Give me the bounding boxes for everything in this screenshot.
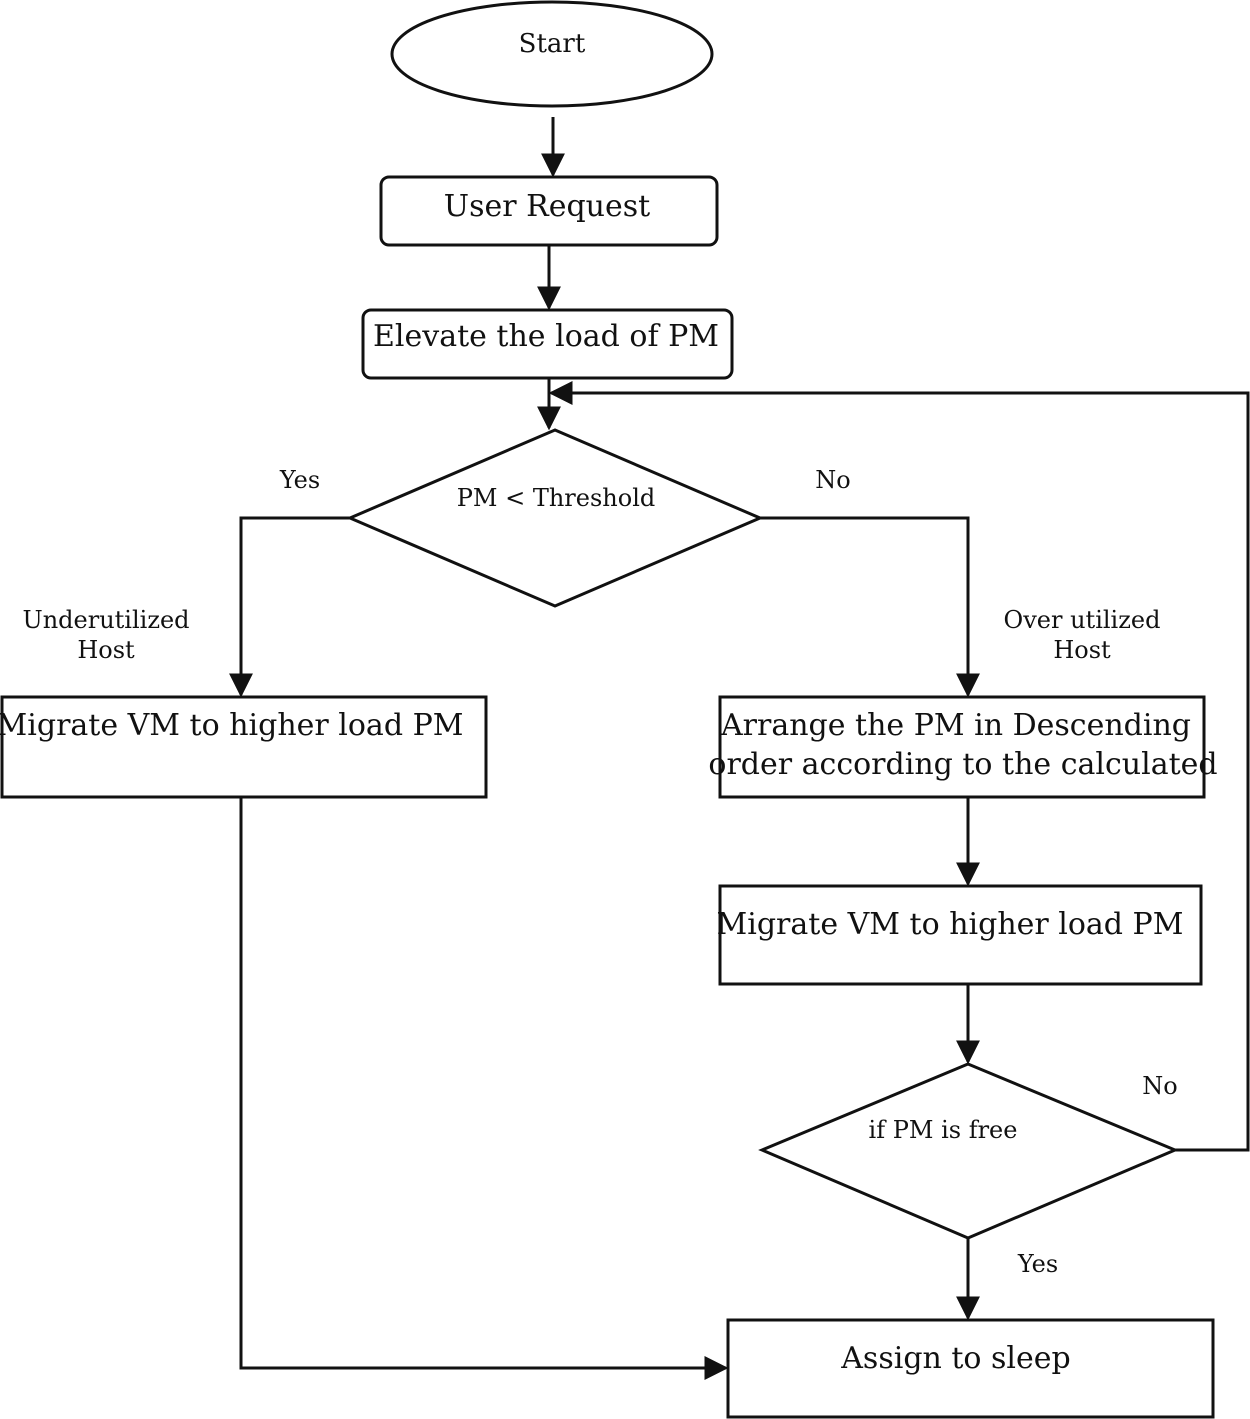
threshold-decision-label: PM < Threshold [457, 484, 656, 512]
overutilized-label-line1: Over utilized [1004, 606, 1161, 634]
start-label: Start [519, 29, 586, 59]
arrange-label-line1: Arrange the PM in Descending [720, 708, 1191, 743]
arrow-free-no-loop-back [548, 381, 1250, 1152]
yes-threshold-label: Yes [279, 466, 320, 494]
connectors [229, 117, 1250, 1380]
threshold-decision [346, 428, 764, 608]
no-free-label: No [1142, 1072, 1177, 1100]
elevate-label: Elevate the load of PM [373, 319, 719, 354]
sleep-label: Assign to sleep [840, 1341, 1070, 1376]
overutilized-label-line2: Host [1053, 636, 1111, 664]
yes-free-label: Yes [1017, 1250, 1058, 1278]
arrow-no-to-arrange [760, 516, 980, 698]
free-decision [758, 1062, 1179, 1240]
migrate-left-label: Migrate VM to higher load PM [0, 708, 463, 743]
underutilized-label-line2: Host [77, 636, 135, 664]
no-threshold-label: No [815, 466, 850, 494]
free-decision-label: if PM is free [869, 1116, 1018, 1144]
user-request-label: User Request [444, 189, 650, 224]
start-terminal [390, 0, 714, 108]
arrange-label-line2: order according to the calculated [708, 747, 1217, 782]
migrate-right-label: Migrate VM to higher load PM [717, 907, 1184, 942]
arrow-yes-to-migrate-left [229, 516, 350, 698]
underutilized-label-line1: Underutilized [22, 606, 189, 634]
arrow-migrate-left-to-sleep [239, 797, 729, 1380]
